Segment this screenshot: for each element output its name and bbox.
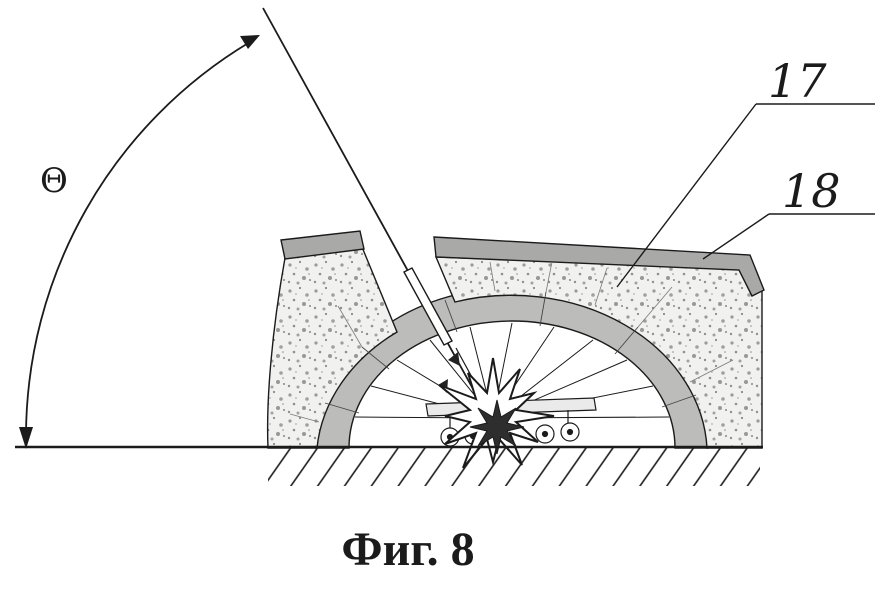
angle-arc (25, 41, 251, 437)
ref-18-label: 18 (782, 164, 841, 218)
ref-17-leader (616, 103, 757, 288)
angle-arrow-bottom (19, 427, 33, 449)
angle-arrow-top (240, 35, 260, 49)
ref-17-label: 17 (768, 54, 827, 108)
figure-caption: Фиг. 8 (341, 523, 474, 576)
right-wall-cap (433, 236, 765, 297)
projectile-body (403, 267, 453, 346)
theta-label: Θ (40, 161, 68, 201)
band-joint-lines (324, 291, 697, 414)
right-wall-block (434, 256, 763, 449)
left-wall-cap (280, 230, 365, 260)
speckle-joint-lines (289, 261, 734, 423)
ref-18-leader (702, 213, 770, 260)
ground-hatching (268, 448, 760, 486)
